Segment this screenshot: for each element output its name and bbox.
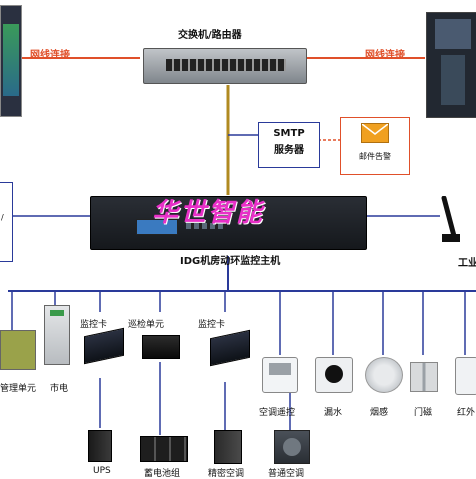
ac-remote-device	[262, 357, 298, 393]
smoke-detector-label: 烟感	[370, 408, 389, 418]
email-alarm-box: 邮件告警	[340, 117, 410, 175]
mains-label: 市电	[50, 384, 69, 394]
ordinary-ac-device	[274, 430, 310, 464]
mains-device	[44, 305, 70, 365]
patrol-unit-label: 巡检单元	[128, 320, 165, 330]
door-magnet-label: 门磁	[414, 408, 433, 418]
precision-ac-device	[214, 430, 242, 464]
patrol-unit-device	[142, 335, 180, 359]
right-cabinet-device	[426, 12, 476, 118]
infrared-label: 红外	[457, 408, 476, 418]
host-label: IDG机房动环监控主机	[180, 256, 281, 267]
email-alarm-label: 邮件告警	[359, 152, 391, 161]
switch-label: 交换机/路由器	[178, 30, 242, 41]
precision-ac-label: 精密空调	[208, 469, 245, 479]
smtp-label-line1: SMTP	[273, 128, 305, 139]
mgmt-unit-label: 管理单元	[0, 384, 37, 394]
right-cabinet-panel	[435, 19, 471, 49]
host-brand: 华世智能	[152, 198, 265, 228]
mgmt-unit-device	[0, 330, 36, 370]
ac-remote-label: 空调遥控	[259, 408, 296, 418]
smtp-server-box: SMTP 服务器	[258, 122, 320, 168]
monitor-card-2-label: 监控卡	[198, 320, 226, 330]
wireless-label: 工业	[458, 258, 476, 269]
host-display	[136, 219, 178, 235]
ups-label: UPS	[93, 466, 111, 476]
door-magnet-device	[410, 362, 438, 392]
water-leak-label: 漏水	[324, 408, 343, 418]
right-cabinet-controls	[441, 55, 465, 105]
switch-ports	[166, 59, 286, 71]
ups-device	[88, 430, 112, 462]
host-device	[90, 196, 367, 250]
water-leak-device	[315, 357, 353, 393]
link-label-right: 网线连接	[365, 50, 405, 61]
monitor-card-1-label: 监控卡	[80, 320, 108, 330]
smtp-label-line2: 服务器	[274, 145, 304, 156]
infrared-device	[455, 357, 476, 395]
antenna-icon	[440, 196, 460, 244]
host-led-strip	[186, 223, 226, 229]
left-monitor-device	[0, 5, 22, 117]
link-label-left: 网线连接	[30, 50, 70, 61]
left-monitor-screen	[3, 24, 19, 96]
smoke-detector-device	[365, 357, 403, 393]
switch-device	[143, 48, 307, 84]
battery-label: 蓄电池组	[144, 469, 181, 479]
left-partial-device: /	[0, 182, 13, 262]
bus-drops	[11, 291, 466, 435]
envelope-icon	[361, 123, 389, 143]
ordinary-ac-label: 普通空调	[268, 469, 305, 479]
battery-device	[140, 436, 188, 462]
